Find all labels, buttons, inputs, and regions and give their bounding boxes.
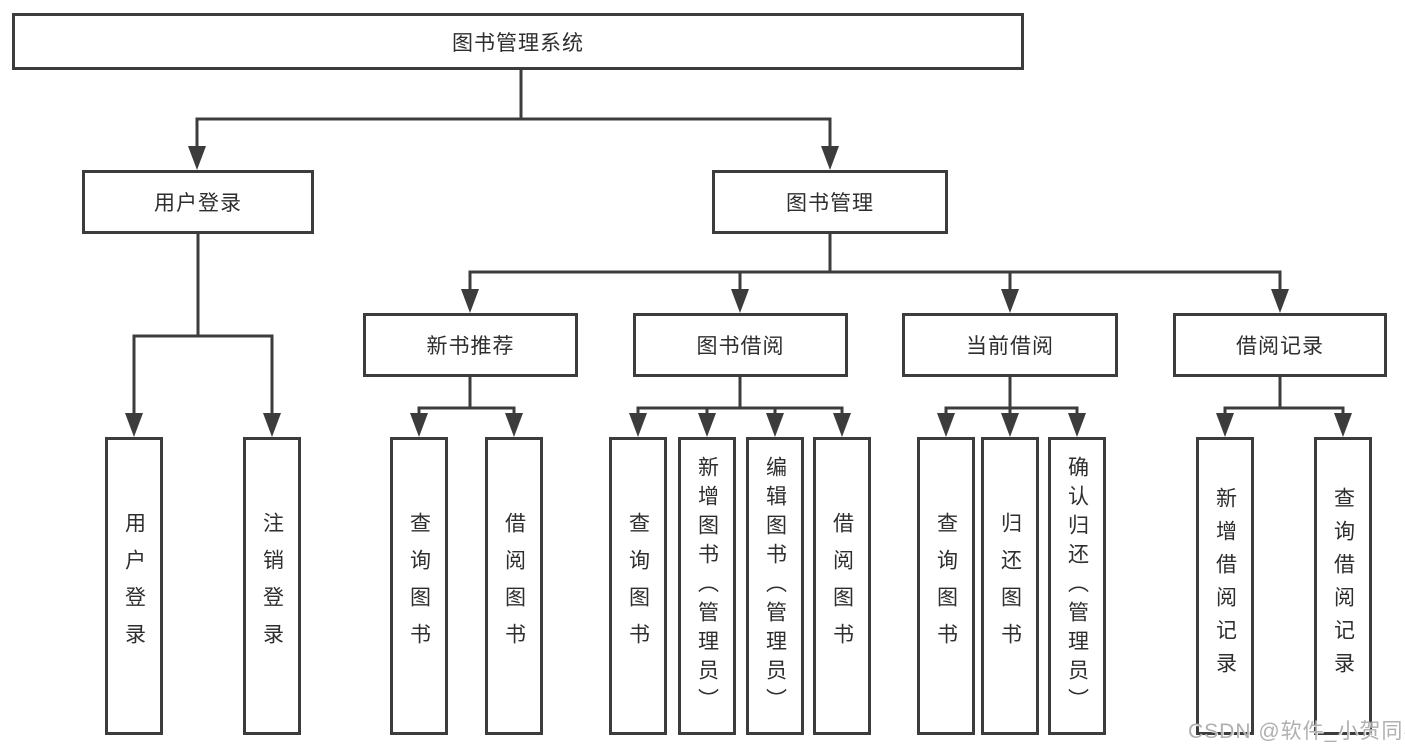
node-new-book-recommendation: 新书推荐 xyxy=(363,313,578,377)
node-label: 编辑图书（管理员） xyxy=(763,455,787,717)
node-label: 新书推荐 xyxy=(426,335,515,358)
node-user-login: 用户登录 xyxy=(82,170,314,234)
node-label: 借阅图书 xyxy=(830,512,854,660)
leaf-edit-book-admin: 编辑图书（管理员） xyxy=(746,437,804,735)
node-label: 注销登录 xyxy=(260,512,284,660)
node-label: 图书管理 xyxy=(786,192,874,215)
leaf-return-book: 归还图书 xyxy=(981,437,1039,735)
node-label: 查询图书 xyxy=(934,512,958,660)
leaf-query-books-recommend: 查询图书 xyxy=(390,437,448,735)
node-label: 用户登录 xyxy=(122,512,146,660)
leaf-borrow-books-recommend: 借阅图书 xyxy=(485,437,543,735)
leaf-add-borrow-record: 新增借阅记录 xyxy=(1196,437,1254,735)
node-label: 图书借阅 xyxy=(696,335,785,358)
leaf-add-book-admin: 新增图书（管理员） xyxy=(678,437,736,735)
node-borrowing-records: 借阅记录 xyxy=(1173,313,1387,377)
leaf-confirm-return-admin: 确认归还（管理员） xyxy=(1048,437,1106,735)
leaf-borrow-books: 借阅图书 xyxy=(813,437,871,735)
leaf-query-books-current: 查询图书 xyxy=(917,437,975,735)
node-label: 当前借阅 xyxy=(966,335,1054,358)
node-label: 新增借阅记录 xyxy=(1213,487,1237,685)
node-label: 用户登录 xyxy=(154,192,242,215)
node-library-management-system: 图书管理系统 xyxy=(12,13,1024,70)
node-label: 查询借阅记录 xyxy=(1331,487,1355,685)
node-label: 借阅记录 xyxy=(1236,335,1324,358)
node-label: 查询图书 xyxy=(626,512,650,660)
node-label: 归还图书 xyxy=(998,512,1022,660)
node-label: 图书管理系统 xyxy=(452,31,584,55)
leaf-user-login: 用户登录 xyxy=(105,437,163,735)
leaf-query-books-borrow: 查询图书 xyxy=(609,437,667,735)
node-book-management: 图书管理 xyxy=(712,170,948,234)
node-label: 确认归还（管理员） xyxy=(1065,455,1089,717)
node-book-borrowing: 图书借阅 xyxy=(633,313,848,377)
csdn-watermark: CSDN @软件_小贺同学 xyxy=(1188,720,1405,743)
node-label: 借阅图书 xyxy=(502,512,526,660)
leaf-query-borrow-record: 查询借阅记录 xyxy=(1314,437,1372,735)
node-current-borrowing: 当前借阅 xyxy=(902,313,1118,377)
node-label: 查询图书 xyxy=(407,512,431,660)
leaf-logout: 注销登录 xyxy=(243,437,301,735)
node-label: 新增图书（管理员） xyxy=(695,455,719,717)
